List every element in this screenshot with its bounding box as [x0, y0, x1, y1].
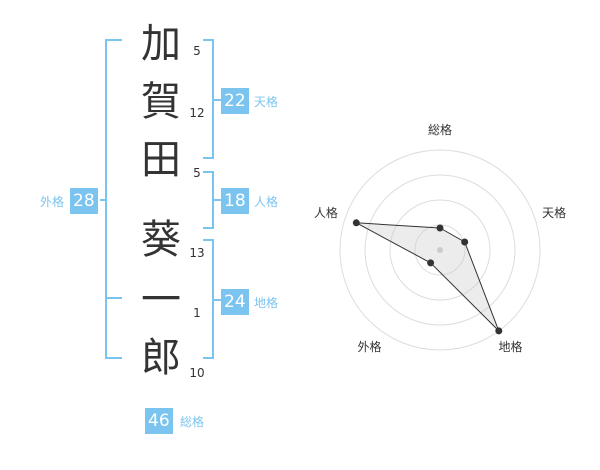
stroke-count-1: 5 — [193, 44, 201, 58]
stroke-count-4: 13 — [189, 246, 205, 260]
chikaku-badge: 24 — [221, 289, 249, 315]
gaikaku-badge: 28 — [70, 188, 98, 214]
stroke-count-2: 12 — [189, 106, 205, 120]
soukaku-badge: 46 — [145, 408, 173, 434]
tenkaku-label: 天格 — [254, 95, 279, 109]
gaikaku-label: 外格 — [40, 195, 65, 209]
radar-center — [437, 247, 443, 253]
soukaku-label: 総格 — [180, 415, 205, 429]
stroke-count-6: 10 — [189, 366, 205, 380]
name-char-6: 郎 — [141, 335, 181, 381]
jinkaku-label: 人格 — [254, 195, 279, 209]
radar-axis-label-5: 人格 — [314, 205, 338, 220]
jinkaku-bracket — [203, 171, 214, 229]
radar-point-1 — [436, 224, 444, 232]
name-char-1: 加 — [141, 21, 181, 67]
name-char-5: 一 — [141, 277, 181, 323]
radar-ring — [364, 174, 516, 326]
radar-point-4 — [427, 259, 435, 267]
radar-axis-label-2: 天格 — [542, 205, 566, 220]
radar-shape — [356, 222, 500, 332]
name-char-3: 田 — [141, 137, 181, 183]
radar-ring — [389, 199, 491, 301]
name-char-4: 葵 — [141, 217, 181, 263]
chikaku-label: 地格 — [254, 296, 279, 310]
name-char-2: 賀 — [141, 79, 181, 125]
stroke-count-5: 1 — [193, 306, 201, 320]
radar-point-5 — [352, 219, 360, 227]
radar-ring — [339, 149, 541, 351]
radar-point-3 — [495, 327, 503, 335]
gaikaku-bracket — [105, 39, 122, 359]
jinkaku-badge: 18 — [221, 188, 249, 214]
bracket-lines — [100, 39, 221, 359]
radar-axis-label-1: 総格 — [428, 122, 452, 137]
radar-axis-label-3: 地格 — [498, 339, 522, 354]
stroke-count-3: 5 — [193, 166, 201, 180]
radar-point-2 — [461, 238, 469, 246]
tenkaku-badge: 22 — [221, 88, 249, 114]
radar-axis-label-4: 外格 — [357, 339, 381, 354]
